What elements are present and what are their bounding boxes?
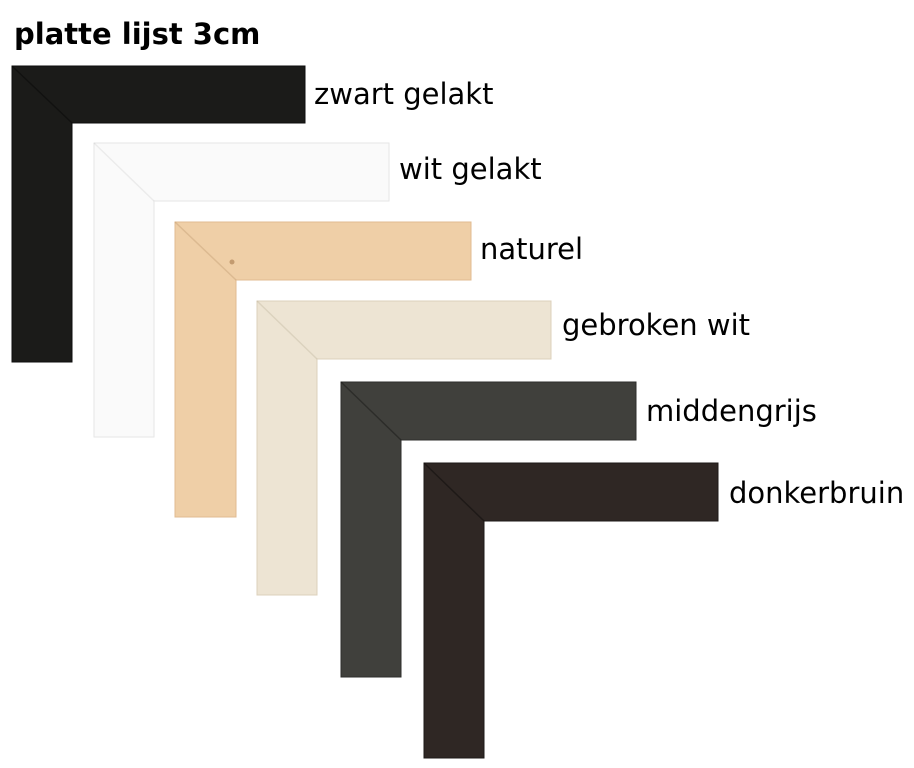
frame-label-wit-gelakt: wit gelakt — [399, 152, 542, 186]
page-title: platte lijst 3cm — [14, 17, 261, 51]
frame-label-middengrijs: middengrijs — [646, 394, 817, 428]
frame-label-donkerbruin: donkerbruin — [729, 476, 905, 510]
frame-label-naturel: naturel — [480, 232, 584, 266]
frame-label-zwart-gelakt: zwart gelakt — [314, 77, 494, 111]
frame-label-gebroken-wit: gebroken wit — [562, 308, 751, 342]
